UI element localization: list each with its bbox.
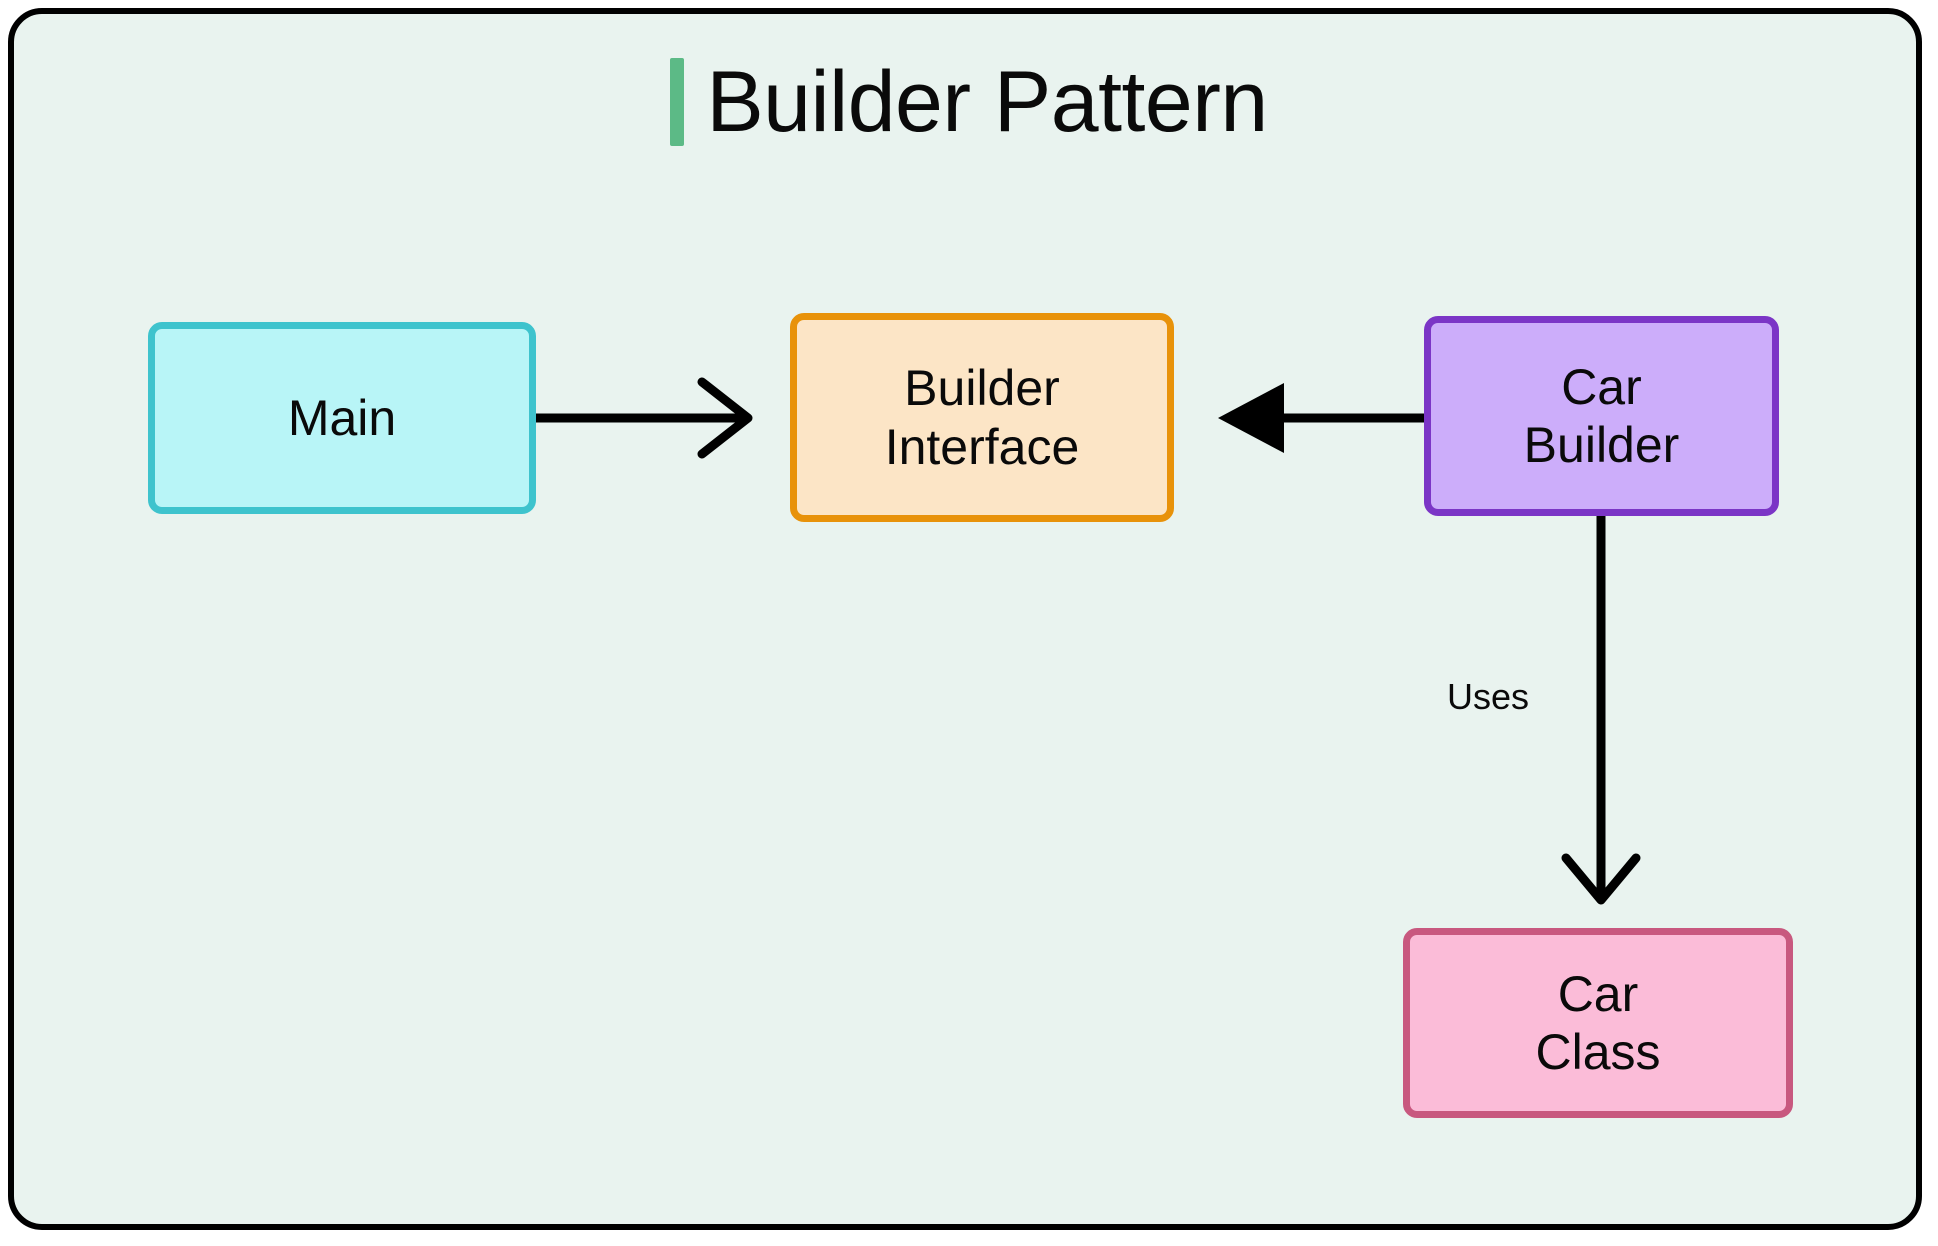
node-main[interactable]: Main (148, 322, 536, 514)
node-builder-interface[interactable]: Builder Interface (790, 313, 1174, 522)
page-title: Builder Pattern (706, 54, 1268, 150)
node-car-class[interactable]: Car Class (1403, 928, 1793, 1118)
node-car-builder[interactable]: Car Builder (1424, 316, 1779, 516)
edge-label-uses: Uses (1447, 676, 1530, 717)
title-accent-bar (670, 58, 685, 146)
diagram-title: Builder Pattern (0, 58, 1938, 146)
